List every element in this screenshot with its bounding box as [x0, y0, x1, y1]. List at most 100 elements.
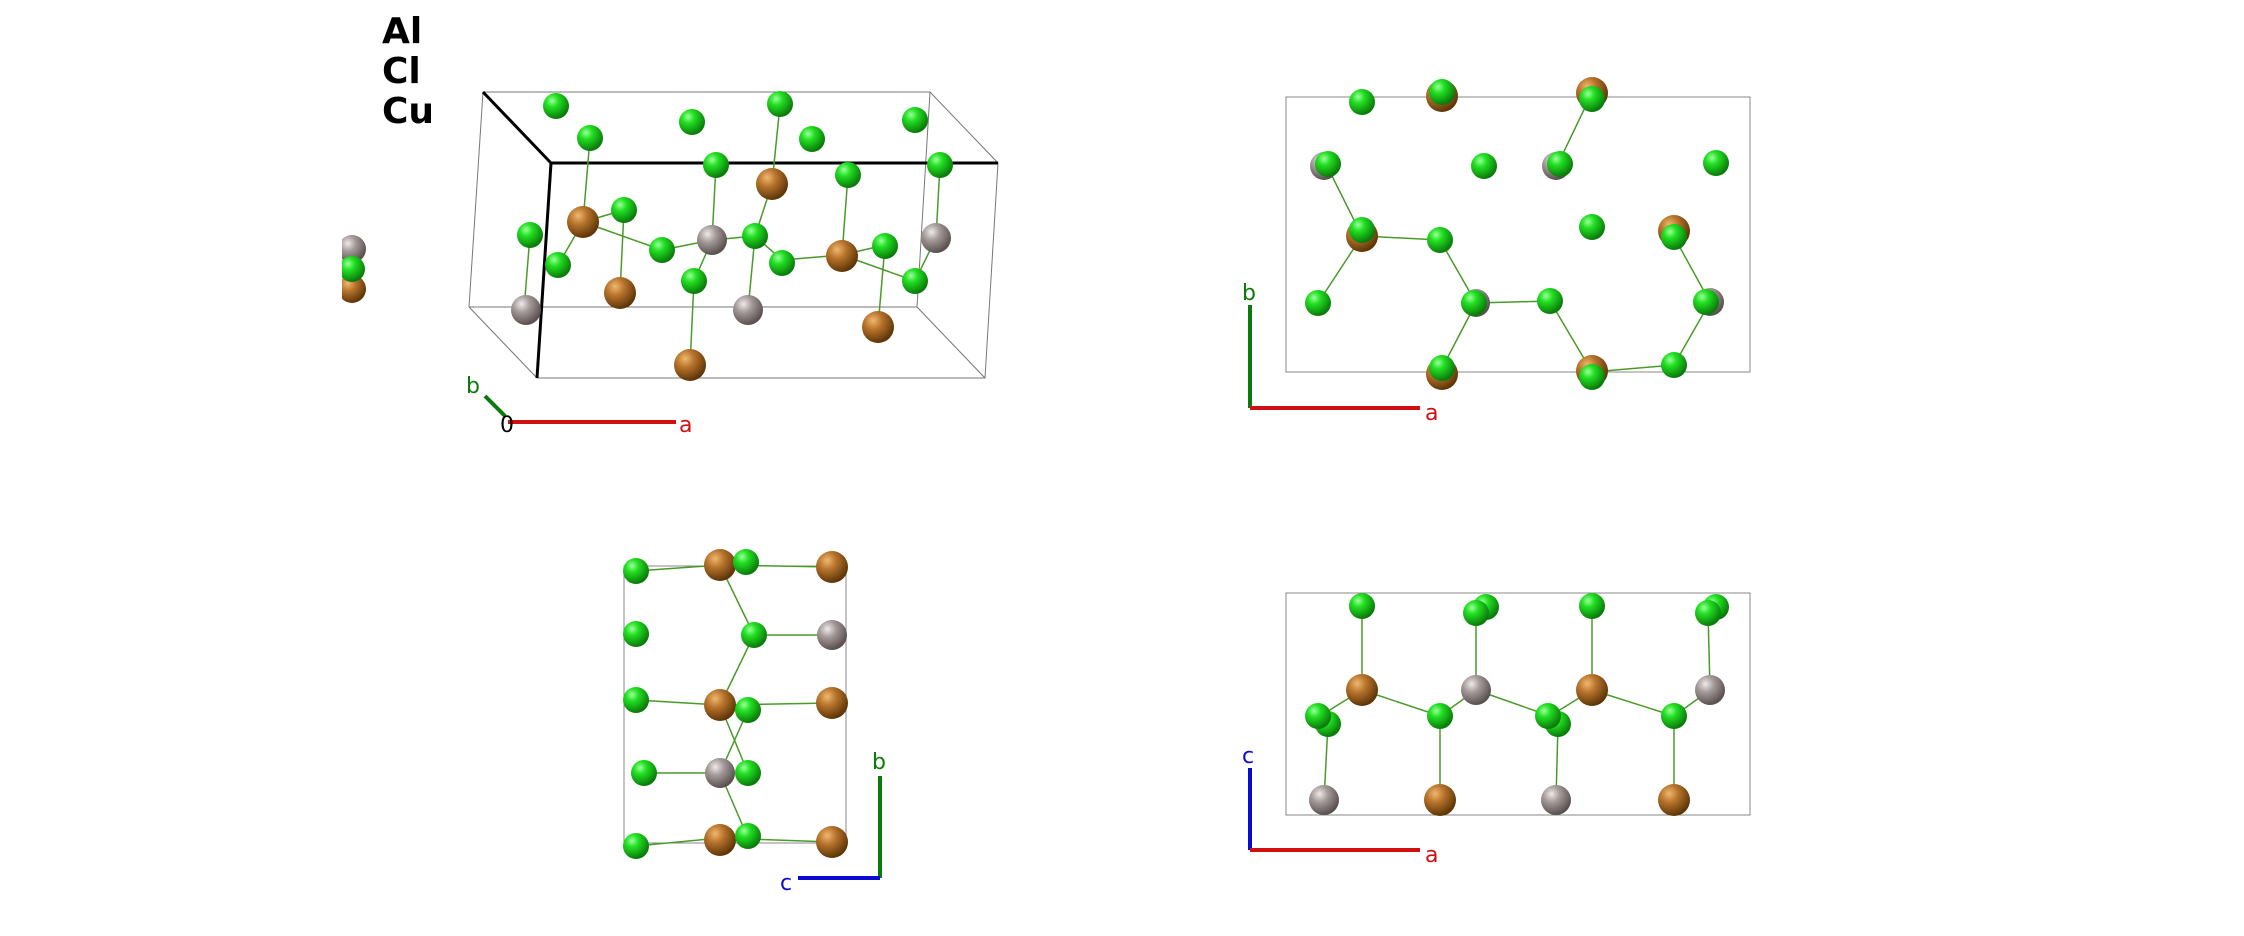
origin-label: 0 — [500, 413, 514, 438]
atom-cl — [623, 833, 649, 859]
atom-al — [817, 620, 847, 650]
atom-cl — [1579, 214, 1605, 240]
atom-cl — [577, 125, 603, 151]
axis-a-label: a — [1425, 843, 1438, 868]
atom-cu — [1346, 674, 1378, 706]
atom-cl — [799, 126, 825, 152]
axis-a-label: a — [1425, 401, 1438, 426]
atom-cl — [703, 152, 729, 178]
atom-al — [338, 235, 366, 263]
bonds — [1319, 606, 1711, 801]
atom-cu — [704, 824, 736, 856]
atom-cl — [339, 256, 365, 282]
axis-b-line — [483, 394, 507, 418]
atom-cl — [517, 222, 543, 248]
atom-cl — [742, 223, 768, 249]
atom-cl — [1349, 217, 1375, 243]
atom-cl — [1661, 703, 1687, 729]
atom-cl — [735, 697, 761, 723]
atom-cu — [816, 687, 848, 719]
atom-cl — [1471, 153, 1497, 179]
atom-cl — [679, 109, 705, 135]
atom-cl — [543, 93, 569, 119]
legend-cu: Cu — [382, 91, 434, 132]
atom-cl — [769, 250, 795, 276]
atom-cl — [611, 197, 637, 223]
atom-cu — [816, 826, 848, 858]
atom-cl — [1427, 703, 1453, 729]
atom-cl — [623, 687, 649, 713]
atom-cu — [567, 206, 599, 238]
atom-cl — [1461, 290, 1487, 316]
atom-cu — [756, 168, 788, 200]
side-view-ac: c a — [1242, 592, 1751, 868]
atom-cl — [1429, 355, 1455, 381]
atom-cu — [674, 349, 706, 381]
axis-c-label: c — [780, 871, 792, 896]
atom-al — [733, 295, 763, 325]
atom-cl — [1547, 151, 1573, 177]
atom-cl — [1535, 703, 1561, 729]
unit-cell-box — [1285, 96, 1751, 373]
atom-cl — [927, 152, 953, 178]
atoms — [1305, 593, 1729, 816]
atom-cl — [1315, 151, 1341, 177]
atom-al — [1541, 785, 1571, 815]
unit-cell-box — [1285, 592, 1751, 816]
perspective-view: b 0 a — [300, 90, 999, 438]
atom-cl — [545, 252, 571, 278]
axis-b-label: b — [872, 750, 886, 775]
atom-cl — [1463, 600, 1489, 626]
atoms — [623, 549, 848, 859]
axis-triad: b 0 a — [466, 374, 692, 438]
atom-cl — [1579, 364, 1605, 390]
atom-cl — [767, 91, 793, 117]
atom-cl — [733, 549, 759, 575]
atom-cl — [1579, 86, 1605, 112]
atom-cu — [826, 240, 858, 272]
axis-b-label: b — [466, 374, 480, 399]
atom-cl — [623, 621, 649, 647]
axis-triad: b a — [1242, 281, 1438, 426]
atom-al — [697, 225, 727, 255]
top-view: b a — [1242, 77, 1751, 426]
atom-cu — [1658, 784, 1690, 816]
atom-cl — [735, 760, 761, 786]
atom-cu — [1424, 784, 1456, 816]
atom-cl — [1349, 593, 1375, 619]
atom-cl — [681, 268, 707, 294]
atom-cl — [649, 237, 675, 263]
atom-cl — [1703, 150, 1729, 176]
atom-al — [1461, 675, 1491, 705]
atom-al — [705, 758, 735, 788]
atom-cl — [735, 823, 761, 849]
atom-cl — [1349, 89, 1375, 115]
side-view-cb: b c — [623, 549, 886, 896]
atom-cu — [862, 311, 894, 343]
atom-cl — [631, 760, 657, 786]
atom-cu — [604, 277, 636, 309]
atom-cl — [1537, 288, 1563, 314]
atom-cl — [741, 622, 767, 648]
atom-cu — [816, 551, 848, 583]
atom-cl — [1305, 290, 1331, 316]
axis-b-label: b — [1242, 281, 1256, 306]
atom-cl — [623, 558, 649, 584]
axis-triad: c a — [1242, 744, 1438, 868]
atom-cu — [1576, 674, 1608, 706]
atom-al — [1695, 675, 1725, 705]
axis-triad: b c — [780, 750, 886, 896]
atom-al — [1309, 785, 1339, 815]
atom-cl — [1305, 703, 1331, 729]
axis-a-label: a — [679, 413, 692, 438]
atom-cl — [1579, 593, 1605, 619]
atoms — [1305, 77, 1729, 390]
element-legend: Al Cl Cu — [382, 11, 434, 132]
atom-al — [921, 223, 951, 253]
atom-cu — [338, 275, 366, 303]
atom-cu — [704, 689, 736, 721]
unit-cell-box — [468, 90, 999, 379]
atom-cl — [1693, 289, 1719, 315]
atom-al — [511, 295, 541, 325]
